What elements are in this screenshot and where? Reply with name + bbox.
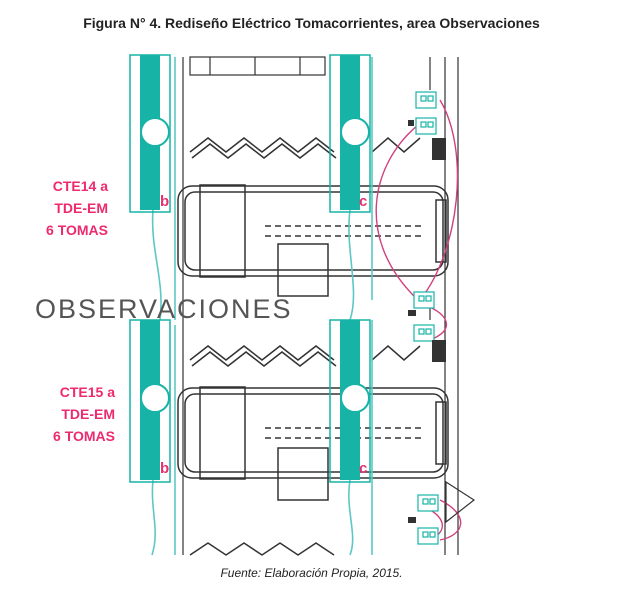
room-label: OBSERVACIONES <box>35 294 293 324</box>
wall-device-icon <box>445 480 476 524</box>
wall-device-icon <box>408 120 446 523</box>
outlet-boxes <box>408 91 476 545</box>
circuit-label-line: TDE-EM <box>54 200 108 216</box>
circuit-label-cte15: CTE15 a TDE-EM 6 TOMAS <box>53 384 115 444</box>
circuit-label-line: CTE15 a <box>60 384 115 400</box>
bed-upper <box>177 184 449 297</box>
circuit-label-line: TDE-EM <box>61 406 115 422</box>
panel-letter: c <box>359 193 367 210</box>
panel-letter: b <box>160 193 169 210</box>
circuit-label-line: CTE14 a <box>53 178 108 194</box>
magenta-wiring <box>375 99 462 541</box>
panel-letter: b <box>160 460 169 477</box>
panel-letter: c <box>359 460 367 477</box>
bed-lower <box>177 386 449 501</box>
figure-caption: Fuente: Elaboración Propia, 2015. <box>220 566 403 580</box>
circuit-label-line: 6 TOMAS <box>46 222 108 238</box>
circuit-label-line: 6 TOMAS <box>53 428 115 444</box>
panel-strips <box>129 54 371 483</box>
circuit-label-cte14: CTE14 a TDE-EM 6 TOMAS <box>46 178 108 238</box>
curtain-tracks <box>189 137 421 556</box>
cyan-wiring <box>151 57 373 556</box>
outlet-icon <box>413 91 439 545</box>
figure-title: Figura N° 4. Rediseño Eléctrico Tomacorr… <box>83 15 540 31</box>
